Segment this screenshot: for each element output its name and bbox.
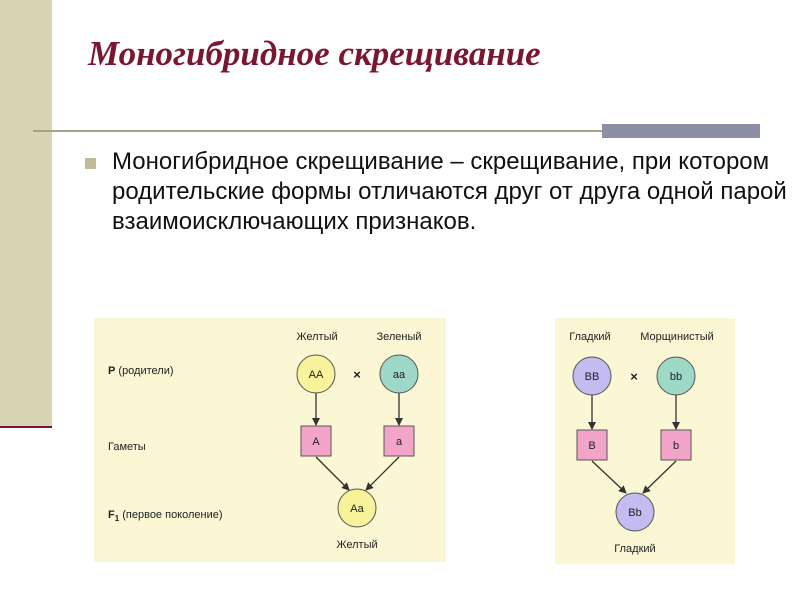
gamete-box-A: A [300, 425, 332, 457]
edge-g1-f1 [315, 456, 350, 491]
row-label-gametes: Гаметы [108, 441, 146, 453]
genotype-node-AA: AA [296, 354, 336, 394]
cross-symbol: × [630, 369, 638, 384]
diagram-shape-svg: Гладкий Морщинистый BB × bb B b Bb Гладк… [569, 331, 714, 555]
genotype-node-aa: aa [379, 354, 419, 394]
definition-text: Моногибридное скрещивание – скрещивание,… [112, 148, 787, 235]
svg-text:AA: AA [309, 369, 324, 381]
offspring-label: Гладкий [614, 543, 655, 555]
genotype-node-BB: BB [572, 356, 612, 396]
gamete-box-a: a [383, 425, 415, 457]
gamete-box-B: B [576, 429, 608, 461]
edge-g2-f1 [642, 460, 677, 494]
offspring-label: Желтый [336, 539, 377, 551]
genotype-node-Aa: Aa [337, 488, 377, 528]
svg-text:bb: bb [670, 371, 682, 383]
row-label-parents: P (родители) [108, 365, 174, 377]
gamete-box-b: b [660, 429, 692, 461]
slide-title: Моногибридное скрещивание [88, 34, 541, 73]
title-divider-line [33, 130, 603, 132]
svg-text:Aa: Aa [350, 503, 364, 515]
svg-text:BB: BB [585, 371, 600, 383]
cross-symbol: × [353, 367, 361, 382]
svg-text:Bb: Bb [628, 507, 641, 519]
monohybrid-cross-diagram-shape: Гладкий Морщинистый BB × bb B b Bb Гладк… [555, 318, 735, 564]
side-decor-strip [0, 0, 52, 428]
parent1-label: Гладкий [569, 331, 610, 343]
svg-text:a: a [396, 436, 403, 448]
diagram-color-svg: Желтый Зеленый P (родители) Гаметы F1 (п… [108, 331, 422, 551]
svg-text:aa: aa [393, 369, 406, 381]
title-divider-block [602, 124, 760, 138]
monohybrid-cross-diagram-color: Желтый Зеленый P (родители) Гаметы F1 (п… [94, 318, 446, 562]
row-label-f1: F1 (первое поколение) [108, 509, 223, 523]
bullet-square-icon [85, 158, 96, 169]
parent2-label: Зеленый [376, 331, 421, 343]
parent2-label: Морщинистый [640, 331, 714, 343]
svg-text:B: B [588, 440, 595, 452]
edge-g2-f1 [365, 456, 400, 491]
svg-text:b: b [673, 440, 679, 452]
svg-text:A: A [312, 436, 320, 448]
parent1-label: Желтый [296, 331, 337, 343]
genotype-node-Bb: Bb [615, 492, 655, 532]
genotype-node-bb: bb [656, 356, 696, 396]
side-decor-line [0, 426, 52, 428]
edge-g1-f1 [591, 460, 627, 494]
